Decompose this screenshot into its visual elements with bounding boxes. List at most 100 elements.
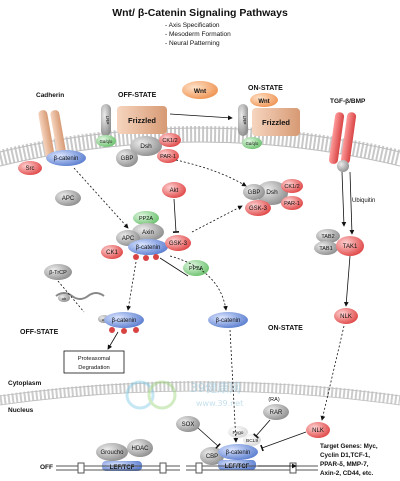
- ck12-off-label: CK1/2: [162, 138, 177, 144]
- src-label: Src: [26, 166, 35, 172]
- gbp-on: [243, 184, 265, 200]
- pp2a-complex-label: PP2A: [139, 216, 153, 222]
- arrow-pp2a-to-complex: [159, 257, 189, 277]
- arrow-nlk-cyto-to-nuc: [320, 325, 345, 421]
- dsh-off: [130, 136, 162, 156]
- beta-catenin-free: [208, 312, 248, 328]
- lrp-on-label: LRP: [242, 116, 247, 125]
- cadherin-label: Cadherin: [36, 92, 64, 99]
- on-state-top-label: ON-STATE: [248, 85, 283, 92]
- akt-node: [162, 182, 186, 198]
- tak1-label: TAK1: [343, 244, 358, 250]
- dsh-on: [256, 181, 288, 205]
- galpha-off-label: Gα/q/o: [100, 139, 113, 144]
- dsh-off-label: Dsh: [140, 143, 152, 150]
- ub-small-node: [58, 294, 70, 302]
- pygo-node: [228, 426, 248, 438]
- nuclear-envelope: [0, 381, 400, 406]
- groucho-node: [96, 443, 128, 461]
- dna-strand-off: [56, 462, 180, 474]
- sox-label: SOX: [182, 422, 195, 428]
- tab2-node: [316, 229, 340, 243]
- src-node: [18, 161, 42, 175]
- proteasome-label-2: Degradation: [78, 365, 110, 371]
- beta-catenin-membrane: [46, 150, 86, 166]
- target-genes-line-2: Cyclin D1,TCF-1,: [320, 452, 370, 459]
- galpha-off: [96, 135, 116, 147]
- rar-label: RAR: [270, 410, 283, 416]
- cbp-label: CBP: [206, 454, 218, 460]
- arrow-btrcp-to-ub: [57, 280, 85, 313]
- gbp-on-label: GBP: [248, 190, 261, 196]
- pp2a-free-label: PP2A: [189, 266, 203, 272]
- tab1-node: [314, 241, 338, 255]
- proteasome-box: [63, 350, 125, 374]
- rar-node: [263, 404, 289, 420]
- nlk-nuc-label: NLK: [312, 428, 324, 434]
- beta-catenin-nuclear-label: β-catenin: [226, 450, 251, 456]
- sox-node: [176, 416, 200, 432]
- pp2a-complex: [133, 211, 159, 225]
- nucleus-label: Nucleus: [8, 407, 34, 414]
- ubiquitin-label: Ubiquitin: [352, 198, 375, 204]
- bcl9-label: BCL9: [246, 438, 258, 444]
- apc-free: [55, 190, 81, 206]
- gbp-off: [116, 149, 138, 167]
- arrow-bcat-to-nucleus: [229, 329, 239, 443]
- beta-catenin-degraded-label: β-catenin: [112, 318, 137, 324]
- target-genes-line-1: Target Genes: Myc,: [320, 443, 378, 450]
- cytoplasm-label: Cytoplasm: [8, 380, 41, 387]
- arrow-complex-to-free-bcat: [169, 255, 228, 311]
- nlk-cyto-node: [334, 308, 358, 324]
- watermark-logo: 39健康网 www.39.net: [125, 380, 243, 410]
- hdac-node: [127, 439, 153, 457]
- phospho-marks-degraded: [109, 327, 139, 334]
- wnt-bound: [250, 93, 278, 107]
- gsk3-on: [245, 200, 271, 216]
- apc-free-label: APC: [62, 196, 75, 202]
- leftcf-off-label: LEF/TCF: [110, 465, 135, 471]
- beta-catenin-nuclear: [218, 444, 258, 460]
- arrow-akt-to-gsk3: [172, 198, 180, 233]
- inhibit-nlk-bcat: [260, 431, 307, 452]
- bullet-2: - Mesoderm Formation: [165, 31, 231, 38]
- leftcf-on-label: LEF/TCF: [225, 464, 250, 470]
- nlk-cyto-label: NLK: [340, 314, 352, 320]
- inhibit-rar-bcat: [253, 419, 271, 439]
- ub-small-label: ub: [62, 296, 67, 301]
- proteasome-label-1: Proteasomal: [78, 356, 111, 362]
- tab1-label: TAB1: [319, 246, 332, 252]
- wnt-bound-label: Wnt: [258, 99, 269, 105]
- hdac-label: HDAC: [131, 446, 149, 452]
- wnt-ligand-label: Wnt: [194, 88, 207, 95]
- tgf-receptor: [328, 112, 357, 172]
- tak1-node: [336, 236, 364, 256]
- groucho-label: Groucho: [100, 450, 124, 456]
- ck12-on: [281, 179, 303, 193]
- pathway-arrows: [57, 159, 355, 469]
- axin-node: [132, 223, 164, 241]
- beta-catenin-complex: [128, 239, 168, 255]
- bullet-1: - Axis Specification: [165, 22, 220, 29]
- arrow-bcat-membrane-to-complex: [73, 167, 129, 229]
- ubiquitin-chain: [55, 292, 105, 300]
- nlk-nuc-node: [306, 422, 330, 438]
- target-genes-line-4: Axin-2, CD44, etc.: [320, 470, 373, 477]
- apc-complex-label: APC: [122, 236, 135, 242]
- ck1-complex: [101, 245, 123, 259]
- arrow-tgf-to-ubiquitin: [341, 171, 347, 227]
- on-state-mid-label: ON-STATE: [268, 325, 303, 332]
- arrow-tgf-to-tak1: [349, 171, 355, 235]
- arrow-complex-to-degradation: [126, 261, 137, 311]
- beta-catenin-complex-label: β-catenin: [136, 245, 161, 251]
- off-to-on-arrow: [169, 113, 233, 121]
- arrow-dsh-off-to-on: [175, 159, 247, 187]
- leftcf-on-node: [218, 460, 256, 470]
- beta-catenin-membrane-label: β-catenin: [54, 156, 79, 162]
- target-genes-line-3: PPAR-δ, MMP-7,: [320, 461, 369, 468]
- tgf-label: TGF-β/BMP: [330, 98, 366, 105]
- akt-label: Akt: [170, 188, 179, 194]
- par1-off: [157, 149, 179, 163]
- bullet-3: - Neural Patterning: [165, 40, 220, 47]
